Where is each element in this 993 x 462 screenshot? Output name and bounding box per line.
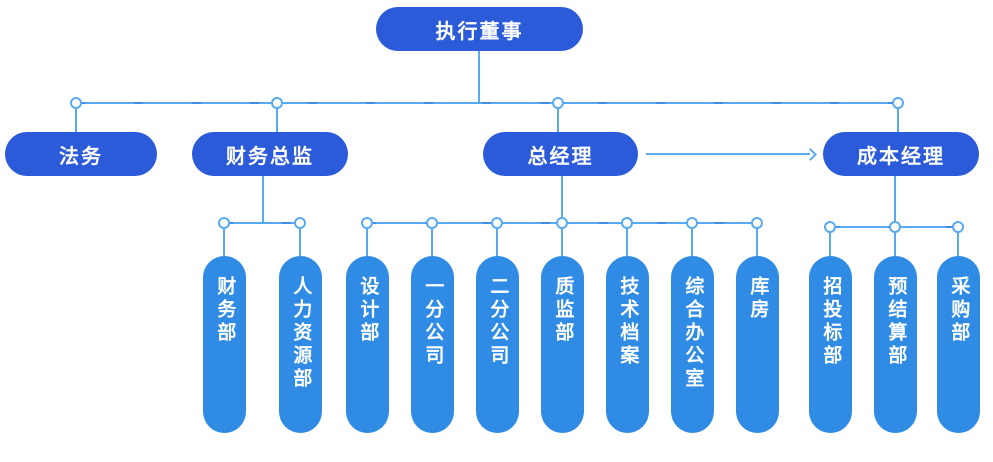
connector-line (496, 224, 498, 257)
org-node-quality-dept: 质监部 (541, 256, 584, 433)
connector-line (894, 228, 896, 257)
org-node-label: 设计部 (357, 276, 380, 345)
connector-line (691, 224, 693, 257)
org-node-label: 财务部 (214, 276, 237, 345)
connector-line (223, 224, 225, 257)
org-node-label: 法务 (59, 143, 103, 168)
junction-dot (552, 97, 564, 109)
org-node-general-manager: 总经理 (483, 132, 638, 176)
org-node-branch-2: 二分公司 (476, 256, 519, 433)
connector-line (276, 104, 278, 132)
junction-dot (889, 221, 901, 233)
connector-line (897, 104, 899, 132)
connector-line (299, 224, 301, 257)
org-node-label: 财务总监 (226, 143, 314, 168)
junction-dot (361, 217, 373, 229)
connector-line (957, 228, 959, 257)
connector-line (431, 224, 433, 257)
junction-dot (686, 217, 698, 229)
org-node-bidding-dept: 招投标部 (809, 256, 852, 433)
junction-dot (751, 217, 763, 229)
connector-line (561, 224, 563, 257)
junction-dot (491, 217, 503, 229)
org-node-label: 综合办公室 (682, 276, 705, 391)
org-node-finance-dept: 财务部 (203, 256, 246, 433)
manager-arrow-line (646, 153, 810, 155)
org-node-legal: 法务 (5, 132, 157, 176)
org-node-label: 总经理 (527, 143, 594, 168)
org-node-label: 招投标部 (820, 276, 843, 368)
org-node-label: 一分公司 (422, 276, 445, 368)
junction-dot (271, 97, 283, 109)
org-node-label: 成本经理 (857, 143, 945, 168)
junction-dot (294, 217, 306, 229)
org-node-hr-dept: 人力资源部 (279, 256, 322, 433)
org-node-label: 库房 (747, 276, 770, 322)
connector-line (366, 224, 368, 257)
connector-line (894, 176, 896, 228)
connector-line (561, 176, 563, 224)
org-node-design-dept: 设计部 (346, 256, 389, 433)
junction-dot (824, 221, 836, 233)
org-node-label: 二分公司 (487, 276, 510, 368)
org-node-tech-archives: 技术档案 (606, 256, 649, 433)
junction-dot (70, 97, 82, 109)
connector-line (829, 228, 831, 257)
org-node-label: 人力资源部 (290, 276, 313, 391)
junction-dot (556, 217, 568, 229)
org-node-executive-director: 执行董事 (376, 7, 583, 51)
junction-dot (426, 217, 438, 229)
junction-dot (218, 217, 230, 229)
connector-line (262, 176, 264, 224)
junction-dot (892, 97, 904, 109)
junction-dot (952, 221, 964, 233)
org-node-finance-director: 财务总监 (192, 132, 348, 176)
org-node-general-office: 综合办公室 (671, 256, 714, 433)
org-node-branch-1: 一分公司 (411, 256, 454, 433)
connector-line (75, 104, 77, 132)
junction-dot (621, 217, 633, 229)
org-node-label: 预结算部 (885, 276, 908, 368)
org-node-label: 技术档案 (617, 276, 640, 368)
connector-line (626, 224, 628, 257)
connector-line (76, 102, 898, 104)
connector-line (224, 222, 300, 224)
arrowhead-icon (804, 147, 817, 161)
org-node-label: 质监部 (552, 276, 575, 345)
org-node-budget-settlement-dept: 预结算部 (874, 256, 917, 433)
org-node-label: 采购部 (948, 276, 971, 345)
connector-line (557, 104, 559, 132)
org-node-cost-manager: 成本经理 (823, 132, 979, 176)
connector-line (756, 224, 758, 257)
org-node-warehouse: 库房 (736, 256, 779, 433)
org-node-procurement-dept: 采购部 (937, 256, 980, 433)
connector-line (478, 51, 480, 104)
org-node-label: 执行董事 (435, 18, 524, 43)
